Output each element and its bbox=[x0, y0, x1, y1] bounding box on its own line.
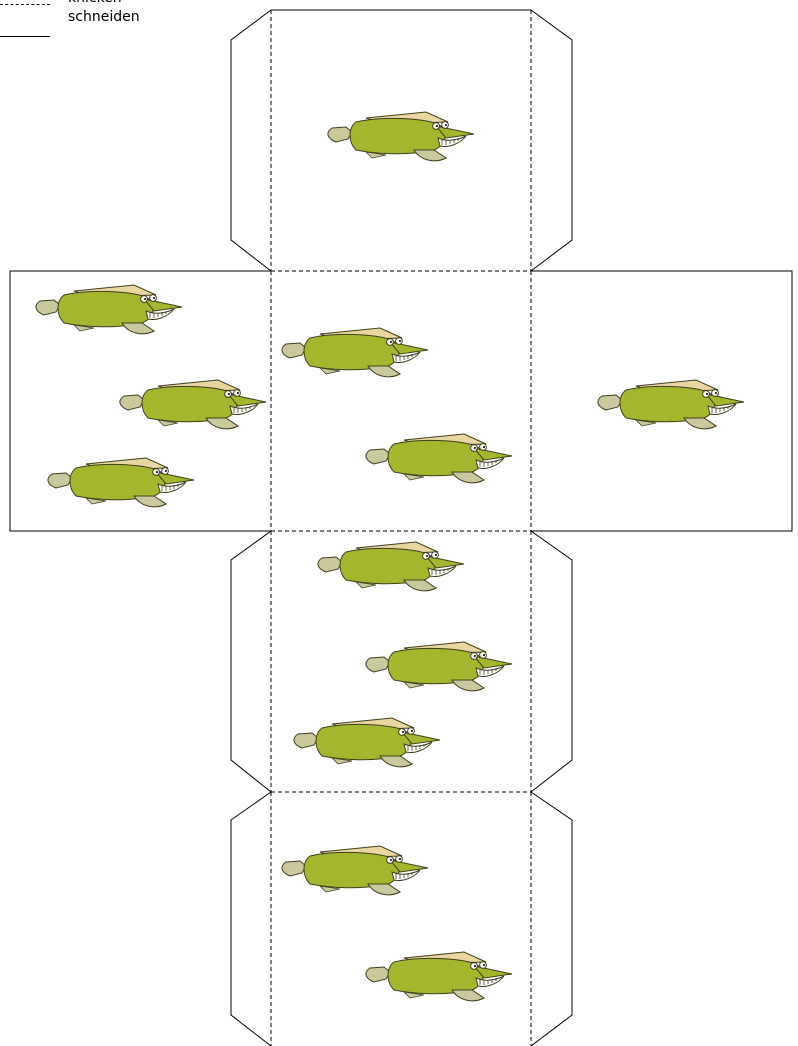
fold-line-sample bbox=[0, 4, 50, 5]
fish-icon bbox=[293, 717, 441, 768]
cut-line-sample bbox=[0, 36, 50, 37]
fish-icon bbox=[281, 845, 429, 896]
fish-icon bbox=[47, 457, 195, 508]
fish-icon bbox=[317, 541, 465, 592]
third-face-cut-outline bbox=[230, 530, 573, 793]
legend: knicken schneiden bbox=[0, 0, 170, 40]
middle-row-cut-outline bbox=[9, 270, 793, 532]
fish-icon bbox=[35, 284, 183, 335]
cut-label: schneiden bbox=[68, 9, 140, 25]
fish-icon bbox=[365, 641, 513, 692]
bottom-face-cut-outline bbox=[230, 791, 573, 1046]
fish-icon bbox=[281, 327, 429, 378]
fold-label: knicken bbox=[68, 0, 122, 6]
fish-icon bbox=[597, 379, 745, 430]
fish-icon bbox=[119, 379, 267, 430]
top-face-cut-outline bbox=[230, 9, 573, 272]
fish-icon bbox=[365, 951, 513, 1002]
fish-icon bbox=[327, 111, 475, 162]
fish-icon bbox=[365, 433, 513, 484]
